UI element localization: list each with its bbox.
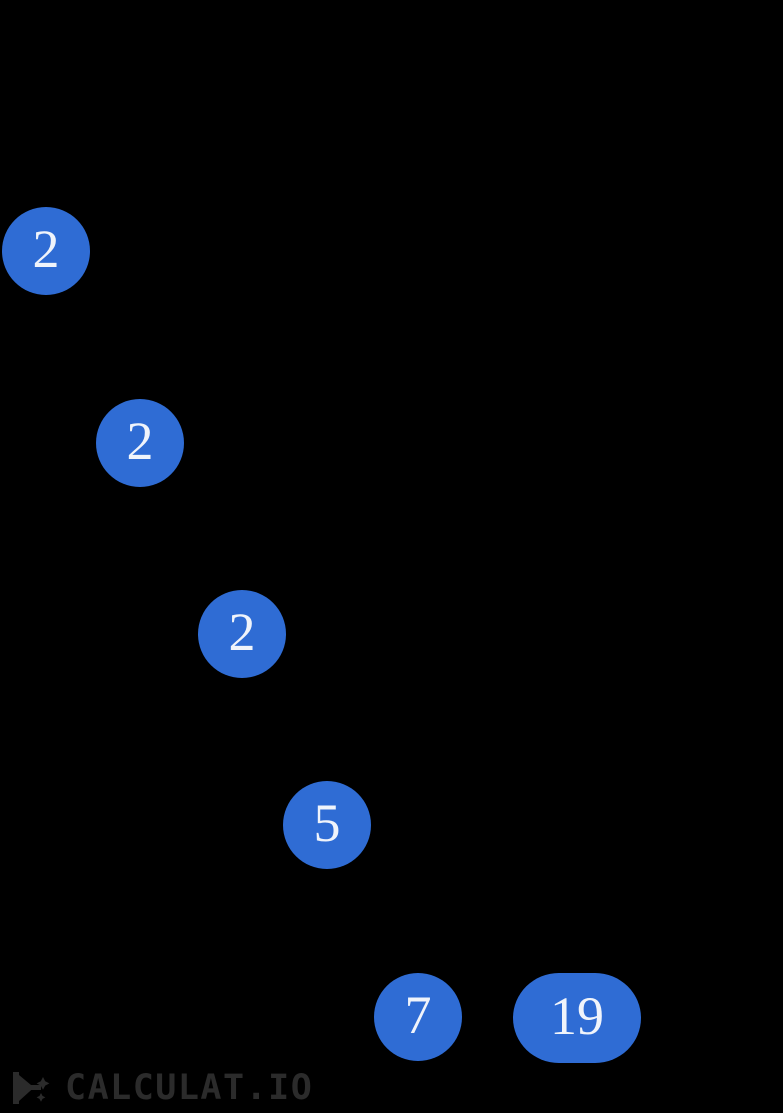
watermark-logo: CALCULAT.IO: [10, 1068, 313, 1108]
factor-node-5: 5: [283, 781, 371, 869]
factor-node-label: 19: [550, 986, 604, 1046]
factor-node-label: 7: [404, 985, 432, 1045]
factor-node-2: 2: [2, 207, 90, 295]
factor-node-label: 2: [228, 602, 256, 662]
factor-node-19: 19: [513, 973, 641, 1063]
factor-node-7: 7: [374, 973, 462, 1061]
factor-node-label: 2: [126, 411, 154, 471]
calculatio-logo-mark-icon: [13, 1072, 50, 1104]
factor-node-label: 5: [313, 793, 341, 853]
factor-node-2: 2: [198, 590, 286, 678]
factor-node-label: 2: [32, 219, 60, 279]
watermark-text: CALCULAT.IO: [65, 1067, 314, 1108]
factor-node-2: 2: [96, 399, 184, 487]
